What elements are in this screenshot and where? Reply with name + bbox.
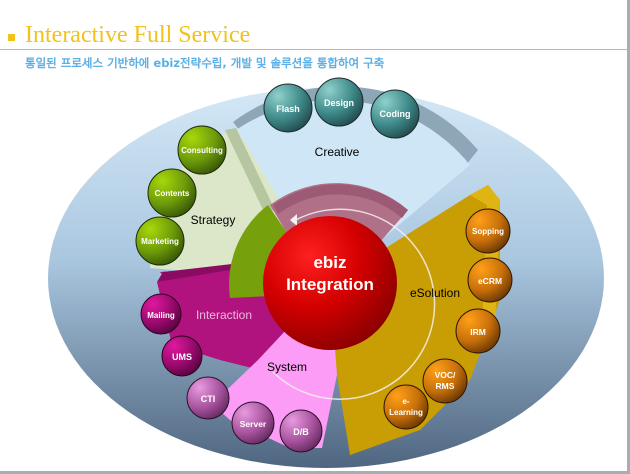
segment-label-creative: Creative: [315, 145, 360, 159]
bubble-label: D/B: [293, 427, 309, 437]
header-divider: [0, 49, 627, 50]
bubble-label: Sopping: [472, 227, 504, 236]
bubble-label: eCRM: [478, 276, 502, 286]
bubble-label: Coding: [380, 109, 411, 119]
bubble-contents: Contents: [147, 168, 197, 218]
window-border-bottom: [0, 471, 630, 474]
segment-strategy-edge: [225, 128, 275, 214]
center-label-line2: Integration: [286, 275, 374, 294]
segment-label-strategy: Strategy: [191, 213, 236, 227]
bubble-mailing: Mailing: [140, 293, 182, 335]
bubble-label: Consulting: [181, 146, 223, 155]
page-title: Interactive Full Service: [25, 22, 251, 48]
bubble-design: Design: [314, 77, 364, 127]
bubble-sopping: Sopping: [465, 208, 511, 254]
bubble-db: D/B: [279, 409, 323, 453]
segment-label-system: System: [267, 360, 307, 374]
title-bullet-icon: [8, 34, 15, 41]
bubble-label: IRM: [470, 327, 486, 337]
bubble-label: Design: [324, 98, 354, 108]
bubble-marketing: Marketing: [135, 216, 185, 266]
inner-ring-creative-highlight: [273, 184, 408, 218]
bubble-label: CTI: [201, 394, 216, 404]
center-label-line1: ebiz: [313, 253, 346, 272]
rotation-arc: [272, 208, 436, 400]
bubble-server: Server: [231, 401, 275, 445]
bubble-irm: IRM: [455, 308, 501, 354]
bubble-voc-rms: VOC/ RMS: [422, 358, 468, 404]
segment-interaction-top: [157, 264, 232, 282]
bubble-label: UMS: [172, 352, 192, 362]
bubble-label-line2: RMS: [436, 381, 455, 391]
bubble-coding: Coding: [370, 89, 420, 139]
bubble-label: Mailing: [147, 311, 175, 320]
bubble-cti: CTI: [186, 376, 230, 420]
bubble-label: Contents: [155, 189, 190, 198]
segment-label-esolution: eSolution: [410, 286, 460, 300]
bubble-consulting: Consulting: [177, 125, 227, 175]
bubble-label: Server: [240, 419, 267, 429]
bubble-e-learning: e- Learning: [383, 384, 429, 430]
segment-label-interaction: Interaction: [196, 308, 252, 322]
bubble-ums: UMS: [161, 335, 203, 377]
bubble-label: Flash: [276, 104, 300, 114]
bubble-label-line1: VOC/: [435, 370, 456, 380]
bubble-flash: Flash: [263, 83, 313, 133]
bubble-label-line2: Learning: [389, 408, 423, 417]
bubble-label: Marketing: [141, 237, 179, 246]
inner-ring-strategy: [229, 205, 292, 298]
bubble-ecrm: eCRM: [467, 257, 513, 303]
center-circle: [263, 216, 397, 350]
page-subtitle: 통일된 프로세스 기반하에 ebiz전략수립, 개발 및 솔루션을 통합하여 구…: [25, 56, 385, 70]
bubble-label-line1: e-: [402, 397, 409, 406]
arrow-head-icon: [290, 214, 297, 226]
window-border-right: [627, 0, 630, 474]
